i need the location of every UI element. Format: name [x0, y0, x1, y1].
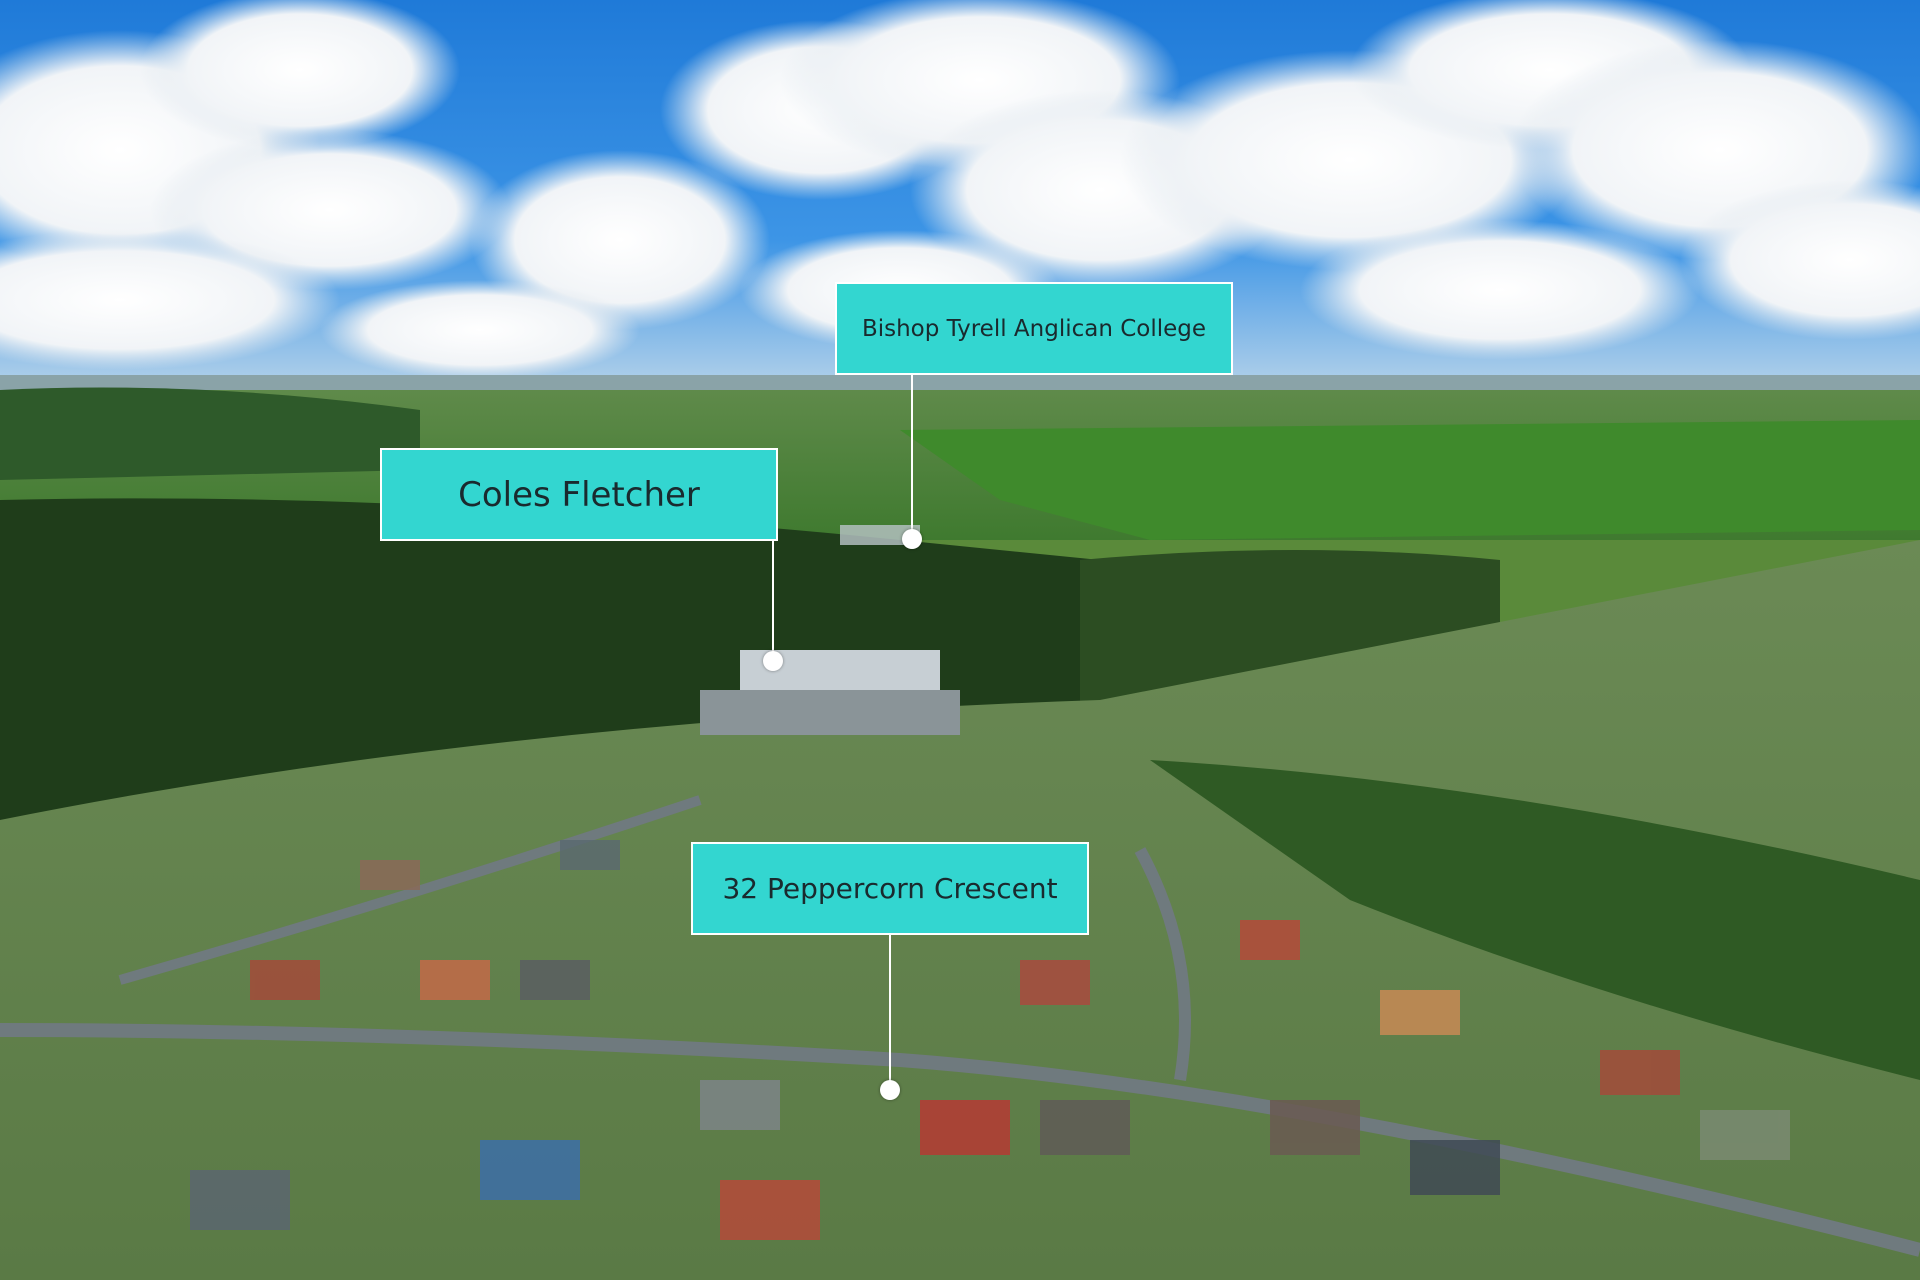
school-label: Bishop Tyrell Anglican College [835, 282, 1233, 375]
school-leader-line [911, 375, 913, 538]
road [0, 1023, 1920, 1257]
shopping-pin [763, 651, 783, 671]
property-leader-line [889, 935, 891, 1089]
shopping-leader-line [772, 541, 774, 660]
left-hills [0, 387, 420, 480]
school-pin [902, 529, 922, 549]
tree-belt [1150, 760, 1920, 1080]
forest [0, 498, 1100, 850]
property-label: 32 Peppercorn Crescent [691, 842, 1089, 935]
shopping-label: Coles Fletcher [380, 448, 778, 541]
wetlands [900, 420, 1920, 540]
house-roofs [190, 840, 1790, 1240]
property-pin [880, 1080, 900, 1100]
clouds [0, 0, 1920, 380]
